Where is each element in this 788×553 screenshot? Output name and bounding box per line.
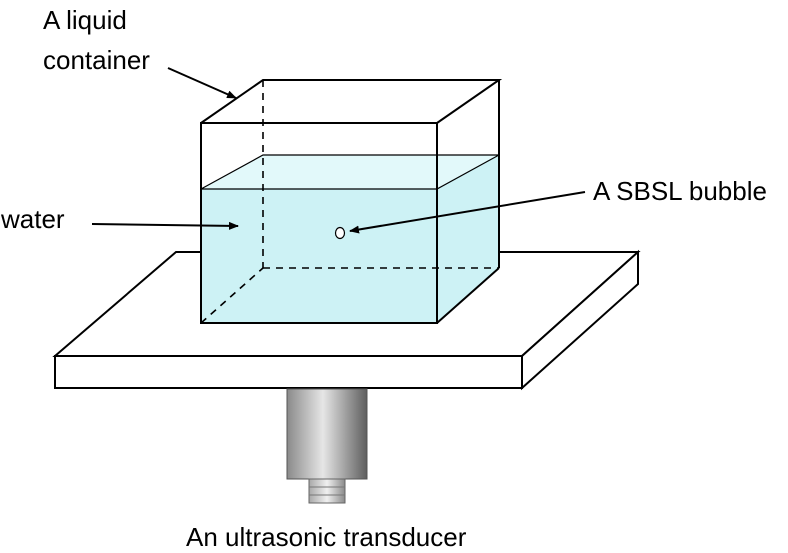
sbsl-bubble: [334, 226, 346, 240]
platform-side: [521, 249, 639, 391]
transducer-label: An ultrasonic transducer: [186, 522, 467, 552]
liquid-container: [200, 79, 503, 324]
container-label-line2: container: [43, 45, 150, 75]
container-top-rim: [200, 79, 503, 124]
ultrasonic-transducer: [286, 388, 368, 504]
water-label: water: [1, 204, 65, 234]
container-label-line1: A liquid: [43, 5, 127, 35]
water-volume: [200, 154, 500, 323]
water-front: [201, 189, 437, 323]
container-label: A liquid container: [43, 0, 150, 80]
container-hidden-edges: [200, 80, 499, 324]
bubble-label: A SBSL bubble: [593, 176, 767, 206]
transducer-tip: [308, 478, 346, 504]
transducer-body: [286, 388, 368, 480]
platform-front: [54, 355, 523, 389]
container-bottom-right-edge: [436, 267, 500, 324]
bubble-pointer-arrow: [349, 191, 586, 234]
water-pointer-arrow: [91, 221, 239, 230]
container-pointer-arrow: [167, 67, 237, 99]
